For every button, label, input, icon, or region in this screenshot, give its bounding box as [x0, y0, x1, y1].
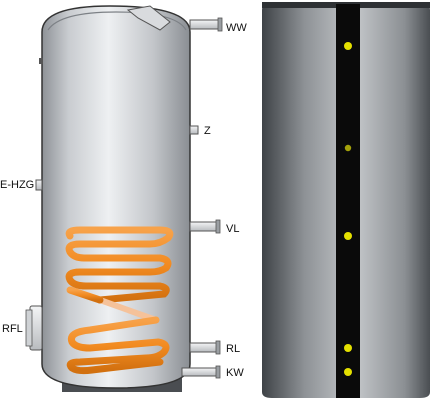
indicator-dot — [344, 232, 352, 240]
e-hzg-fitting — [35, 179, 43, 191]
ww-pipe — [189, 19, 221, 30]
tank-base — [62, 378, 182, 392]
label-e-hzg: E-HZG — [0, 179, 34, 191]
indicator-dot — [344, 42, 352, 50]
indicator-dot — [344, 144, 352, 152]
tank-top-connector — [126, 5, 171, 31]
vl-pipe — [189, 221, 219, 232]
vl-pipe-end — [215, 219, 221, 234]
tank-body — [41, 5, 191, 389]
heating-coil — [65, 226, 174, 375]
kw-pipe-end — [215, 365, 221, 379]
label-rl: RL — [226, 343, 240, 355]
rfl-flange-plate — [25, 309, 33, 347]
indicator-dot — [344, 368, 352, 376]
label-vl: VL — [226, 223, 239, 235]
jacket-black-strip — [336, 4, 360, 398]
tank-top-cap — [47, 11, 187, 31]
label-kw: KW — [226, 367, 244, 379]
z-pipe — [189, 125, 199, 135]
indicator-dot — [344, 344, 352, 352]
strip-indicator-dots — [344, 42, 352, 376]
label-ww: WW — [226, 22, 247, 34]
rl-pipe-end — [215, 340, 221, 355]
ww-pipe-end — [217, 17, 223, 32]
tank-side-notch — [39, 58, 43, 64]
tank-left — [25, 5, 223, 392]
label-z: Z — [204, 125, 211, 137]
tank-right — [262, 2, 430, 398]
rl-pipe — [189, 342, 219, 353]
label-rfl: RFL — [2, 323, 23, 335]
kw-pipe — [181, 367, 219, 377]
